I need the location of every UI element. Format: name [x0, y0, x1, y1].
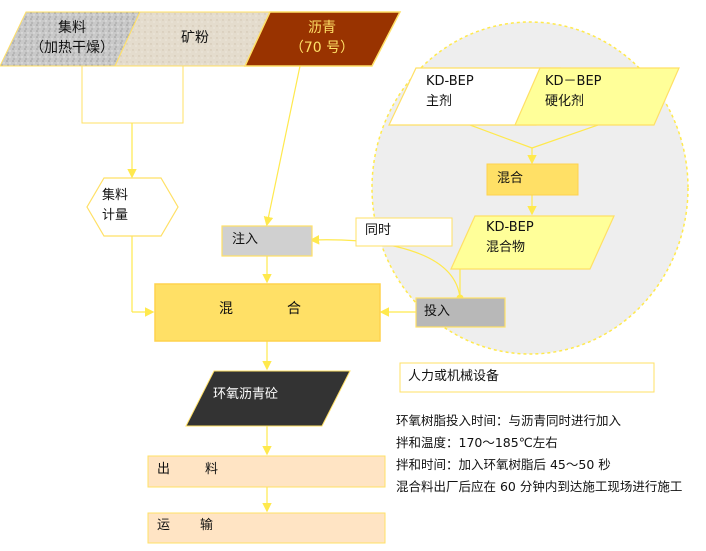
process-notes: 环氧树脂投入时间：与沥青同时进行加入 拌和温度：170～185℃左右 拌和时间：… — [396, 410, 706, 498]
mineral-powder-label: 矿粉 — [181, 30, 209, 46]
equipment-note-box — [399, 362, 655, 393]
transport-box — [147, 512, 386, 544]
aggregate-metering-line2: 计量 — [102, 208, 129, 223]
hardener-line2: 硬化剂 — [545, 94, 585, 109]
note-item: 混合料出厂后应在 60 分钟内到达施工现场进行施工 — [396, 479, 683, 494]
inject-label: 注入 — [232, 232, 259, 247]
mixture-label: KD-BEP 混合物 — [486, 218, 534, 258]
mixture-line2: 混合物 — [486, 240, 526, 255]
asphalt-label-line1: 沥青 — [308, 20, 336, 36]
aggregate-label: 集料 （加热干燥） — [22, 18, 122, 58]
main-agent-line2: 主剂 — [426, 94, 453, 109]
asphalt-label-line2: （70 号） — [289, 40, 355, 56]
hardener-label: KD－BEP 硬化剂 — [545, 72, 602, 112]
asphalt-label: 沥青 （70 号） — [272, 18, 372, 58]
main-agent-label: KD-BEP 主剂 — [426, 72, 474, 112]
aggregate-bin-box — [81, 65, 184, 124]
mixture-line1: KD-BEP — [486, 220, 534, 235]
mixing-box — [154, 283, 381, 342]
equipment-note-label: 人力或机械设备 — [408, 369, 500, 384]
output-label-char2: 料 — [205, 462, 219, 477]
blend-label: 混合 — [497, 171, 524, 186]
dosing-box — [415, 297, 506, 328]
mixture-shape — [450, 215, 615, 270]
aggregate-metering-hexagon — [86, 177, 179, 237]
mixing-label-char1: 混 — [219, 301, 233, 317]
note-item: 拌和温度：170～185℃左右 — [396, 435, 558, 450]
note-item: 拌和时间：加入环氧树脂后 45～50 秒 — [396, 457, 611, 472]
output-box — [147, 455, 386, 488]
aggregate-label-line1: 集料 — [58, 20, 86, 36]
epoxy-concrete-shape — [185, 370, 351, 427]
asphalt-shape — [243, 11, 402, 67]
hardener-shape — [514, 67, 680, 126]
transport-label-char2: 输 — [200, 518, 214, 533]
hardener-line1: KD－BEP — [545, 74, 602, 89]
aggregate-metering-line1: 集料 — [102, 188, 129, 203]
blend-box — [486, 163, 579, 196]
note-item: 环氧树脂投入时间：与沥青同时进行加入 — [396, 413, 622, 428]
main-agent-line1: KD-BEP — [426, 74, 474, 89]
epoxy-concrete-label: 环氧沥青砼 — [213, 387, 279, 402]
simultaneous-label: 同时 — [365, 223, 392, 238]
aggregate-metering-label: 集料 计量 — [102, 186, 147, 226]
dosing-label: 投入 — [424, 304, 451, 319]
aggregate-label-line2: （加热干燥） — [30, 40, 114, 56]
output-label-char1: 出 — [157, 462, 171, 477]
transport-label-char1: 运 — [157, 518, 171, 533]
mixing-label-char2: 合 — [287, 301, 301, 317]
simultaneous-box — [355, 217, 453, 247]
inject-box — [221, 225, 313, 257]
